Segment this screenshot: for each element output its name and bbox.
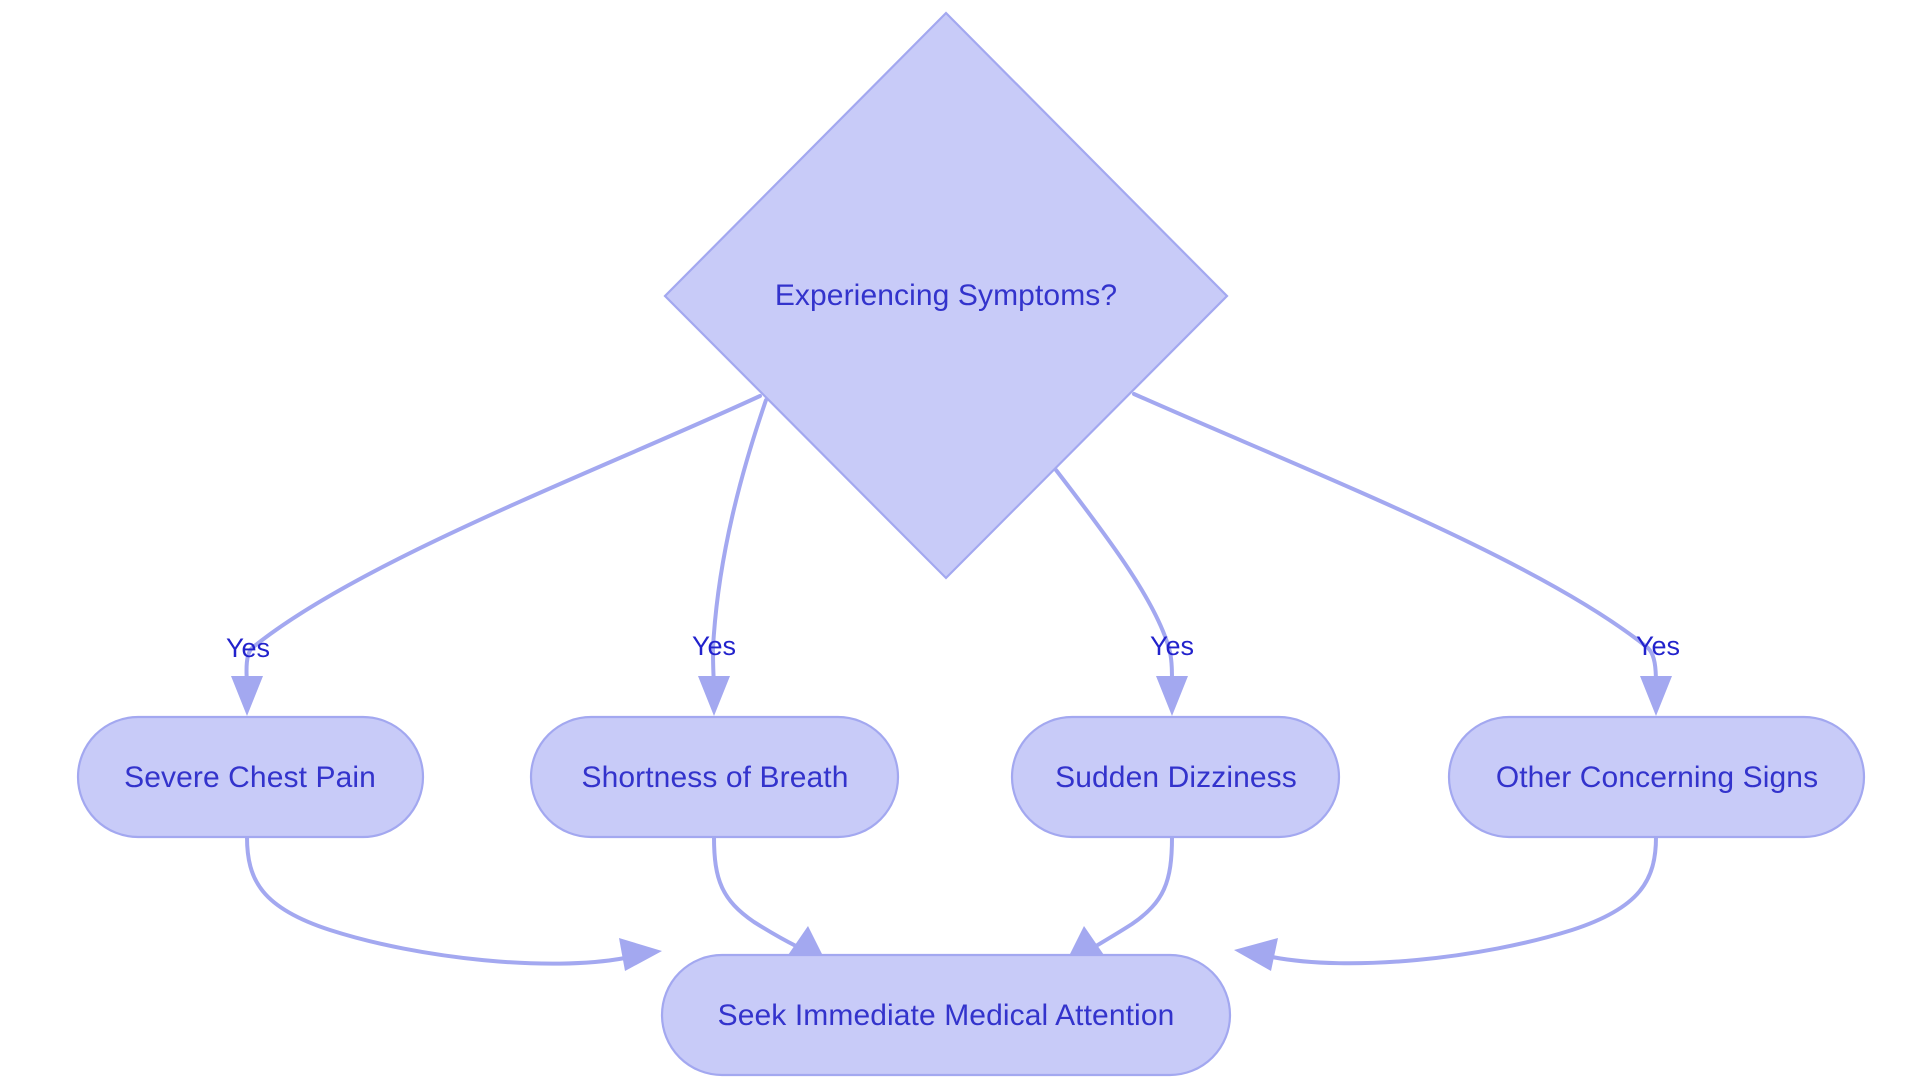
edge-label-group: Yes Yes Yes Yes: [226, 631, 1680, 663]
edge-other-concerning-signs-to-outcome[interactable]: [1234, 835, 1658, 971]
arrowhead-icon: [1156, 676, 1188, 716]
edge-decision-to-other-concerning-signs[interactable]: [1132, 392, 1672, 716]
node-label-severe-chest-pain: Severe Chest Pain: [124, 761, 376, 794]
arrowhead-icon: [1640, 676, 1672, 716]
stadium-shape: [1447, 715, 1866, 839]
stadium-shape: [76, 715, 425, 839]
node-shortness-of-breath[interactable]: Shortness of Breath: [529, 715, 900, 839]
edge-path: [1270, 835, 1658, 966]
edge-severe-chest-pain-to-outcome[interactable]: [245, 835, 662, 971]
edge-path: [1054, 468, 1174, 686]
edge-label-yes-4: Yes: [1636, 631, 1680, 661]
arrowhead-icon: [231, 676, 263, 716]
node-severe-chest-pain[interactable]: Severe Chest Pain: [76, 715, 425, 839]
node-label-shortness-of-breath: Shortness of Breath: [581, 761, 848, 794]
node-other-concerning-signs[interactable]: Other Concerning Signs: [1447, 715, 1866, 839]
edge-path: [711, 398, 768, 686]
edge-path: [245, 835, 627, 966]
stadium-shape: [1010, 715, 1341, 839]
arrowhead-icon: [698, 676, 730, 716]
edge-label-yes-1: Yes: [226, 633, 270, 663]
edge-label-yes-3: Yes: [1150, 631, 1194, 661]
node-label-experiencing-symptoms: Experiencing Symptoms?: [775, 279, 1117, 312]
node-label-sudden-dizziness: Sudden Dizziness: [1055, 761, 1297, 794]
edge-group-symptoms-to-outcome: [245, 835, 1658, 971]
edge-shortness-of-breath-to-outcome[interactable]: [712, 835, 828, 966]
edge-decision-to-shortness-of-breath[interactable]: [698, 398, 768, 716]
stadium-shape: [529, 715, 900, 839]
edge-path: [1094, 835, 1174, 948]
edge-path: [712, 835, 798, 948]
edge-decision-to-severe-chest-pain[interactable]: [231, 394, 762, 716]
node-experiencing-symptoms[interactable]: Experiencing Symptoms?: [663, 11, 1229, 580]
diamond-shape: [663, 11, 1229, 580]
edge-group-decision-to-symptoms: [231, 392, 1672, 716]
edge-decision-to-sudden-dizziness[interactable]: [1054, 468, 1188, 716]
edge-label-yes-2: Yes: [692, 631, 736, 661]
node-seek-immediate-medical-attention[interactable]: Seek Immediate Medical Attention: [660, 953, 1232, 1077]
edge-sudden-dizziness-to-outcome[interactable]: [1064, 835, 1174, 966]
stadium-shape: [660, 953, 1232, 1077]
edge-path: [244, 394, 762, 686]
arrowhead-icon: [619, 938, 662, 971]
node-sudden-dizziness[interactable]: Sudden Dizziness: [1010, 715, 1341, 839]
node-label-other-concerning-signs: Other Concerning Signs: [1496, 761, 1818, 794]
node-label-seek-immediate-medical-attention: Seek Immediate Medical Attention: [718, 999, 1175, 1032]
arrowhead-icon: [1234, 938, 1278, 971]
edge-path: [1132, 392, 1658, 686]
